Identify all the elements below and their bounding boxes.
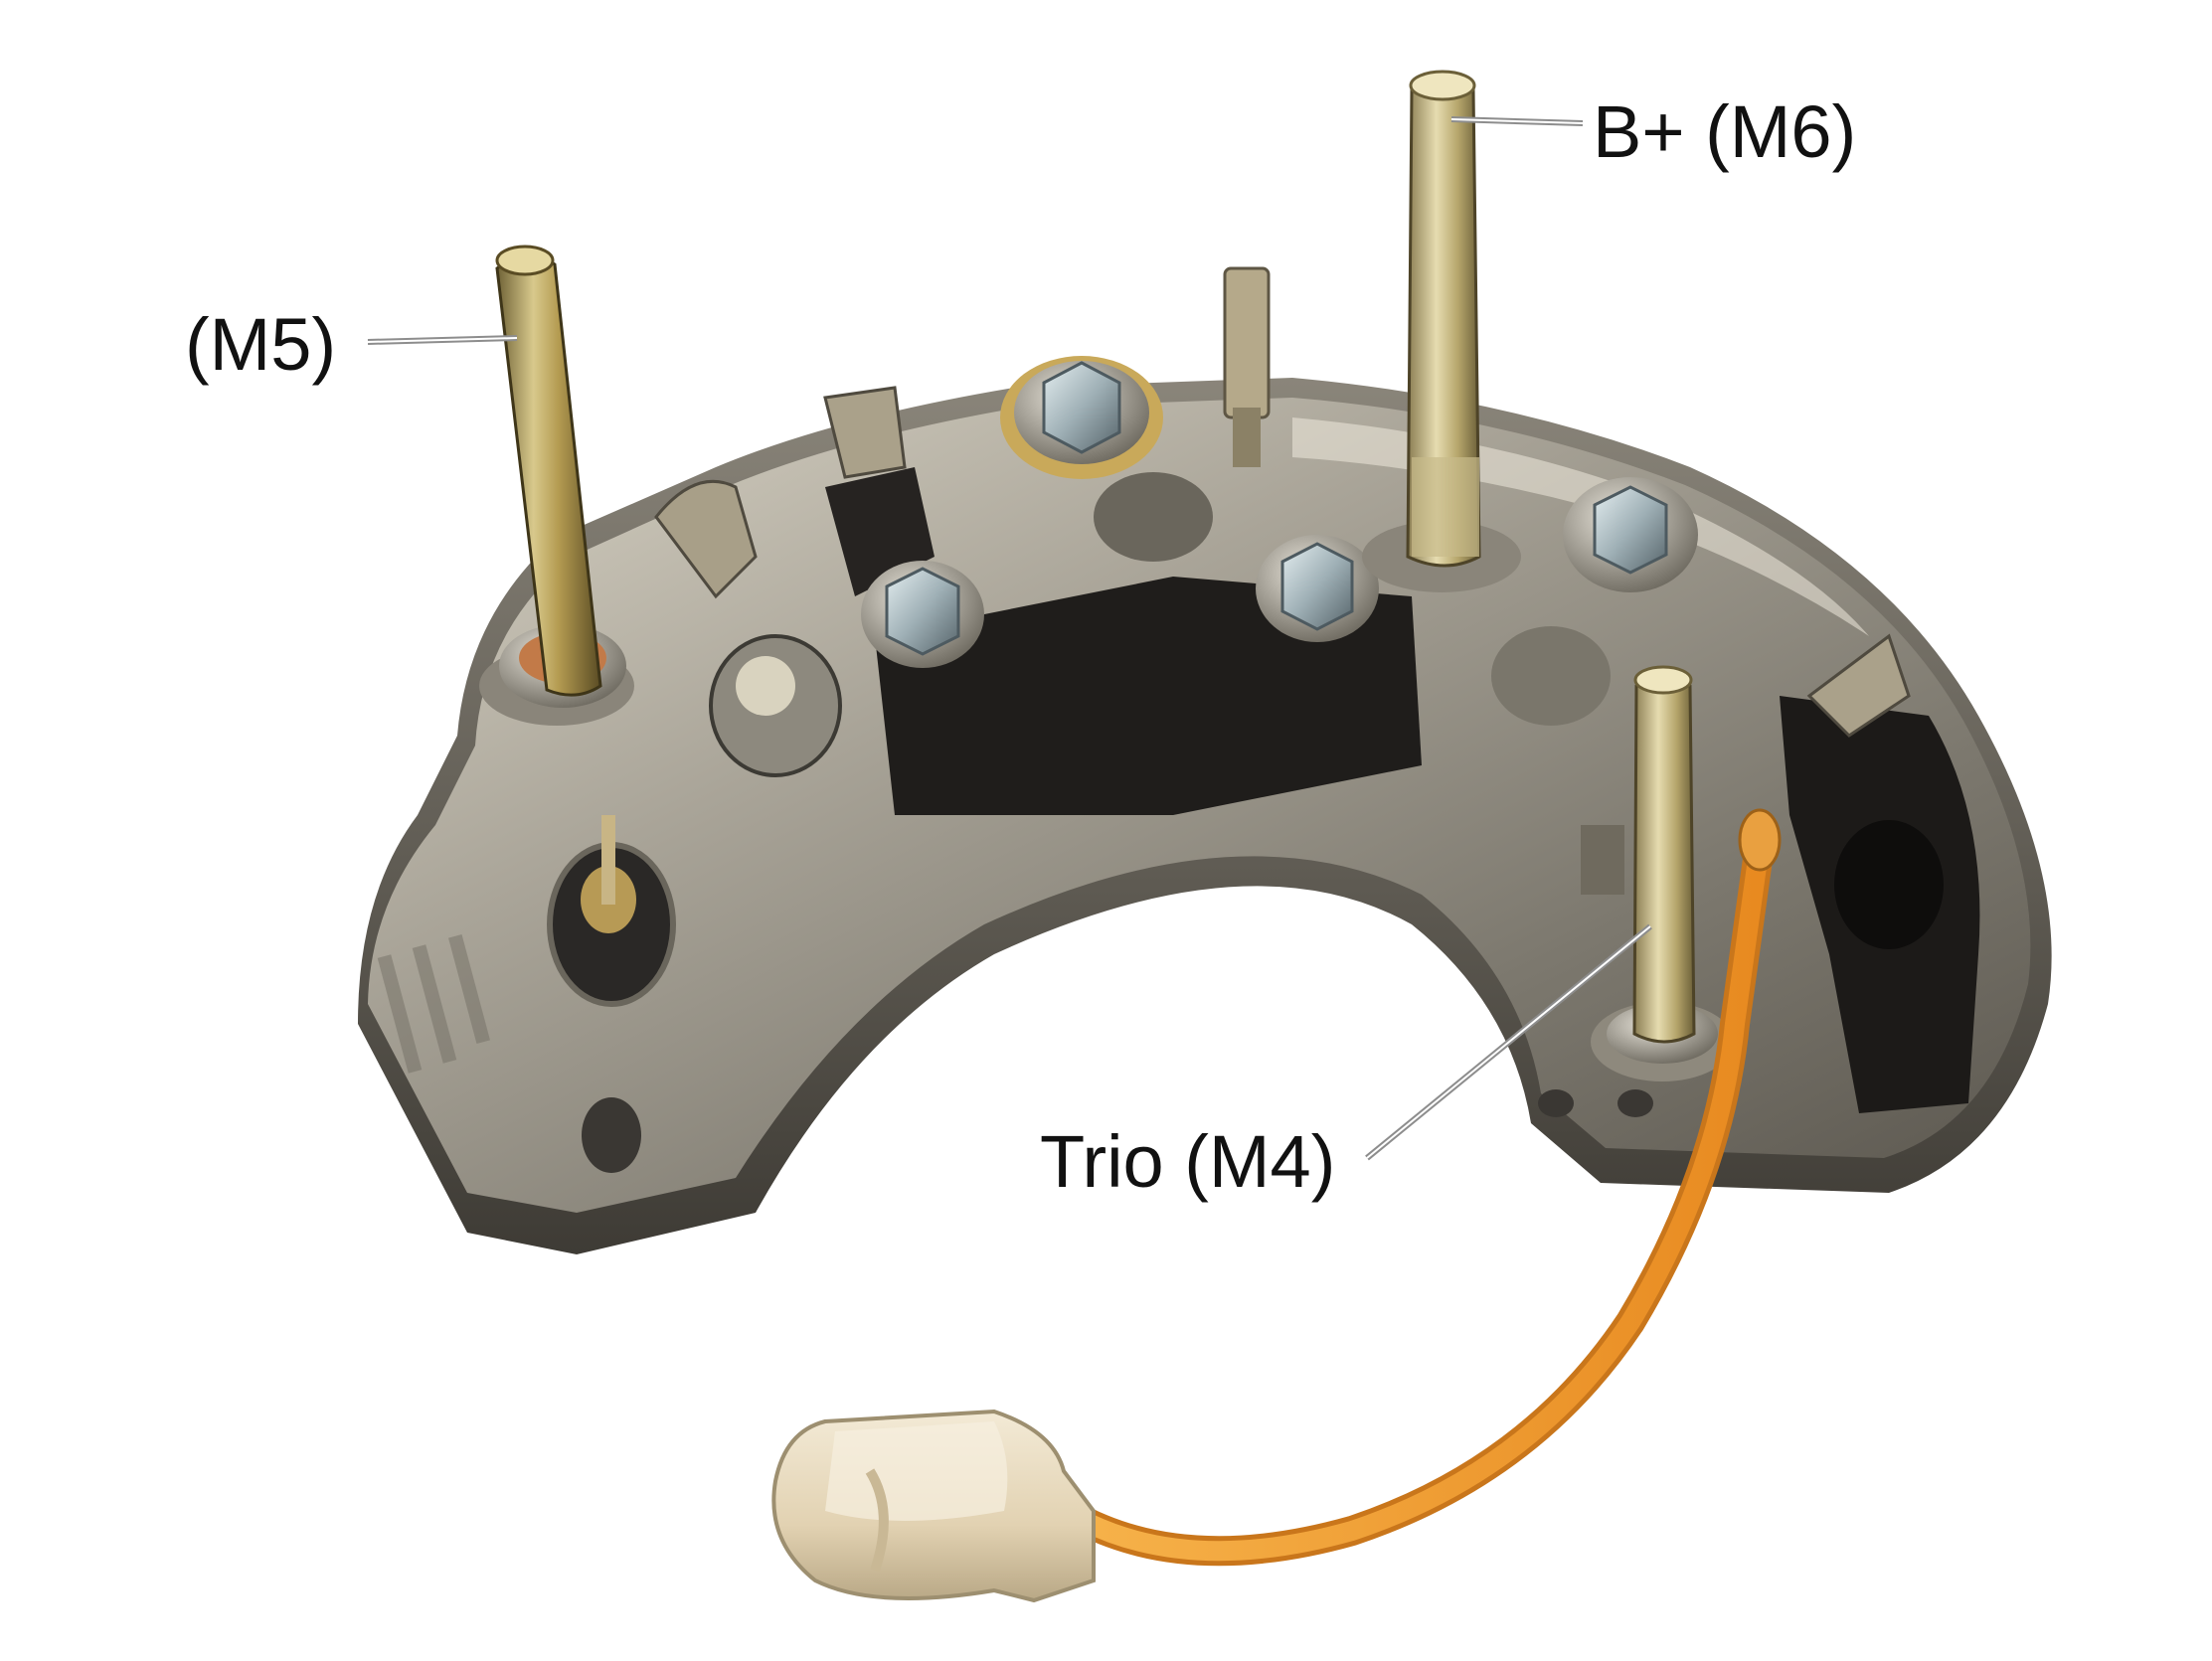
spade-terminal-top: [1223, 266, 1271, 419]
clip-terminal-left: [654, 479, 758, 599]
leader-lines: [367, 116, 1652, 1161]
clip-terminal-mid: [823, 386, 907, 479]
trio-wire-assembly: [771, 808, 1782, 1603]
bolt-right-center: [1256, 535, 1379, 642]
clip-terminal-right: [1806, 633, 1911, 738]
bolts: [861, 356, 1698, 668]
insulator-right-recess: [1834, 820, 1944, 949]
mounting-hole-left: [582, 1097, 641, 1173]
b-plus-label: B+ (M6): [1593, 90, 1857, 173]
bolt-left-center: [861, 561, 984, 668]
m5-stud: [479, 245, 634, 726]
b-plus-m6-stud: [1362, 70, 1521, 592]
insulator-blocks: [825, 467, 1980, 1113]
m5-label: (M5): [185, 303, 337, 386]
diode-terminals: [547, 266, 1911, 1007]
bolt-right: [1563, 477, 1698, 592]
stamped-markings: [377, 934, 490, 1074]
trio-m4-stud: [1581, 665, 1734, 1081]
trio-label: Trio (M4): [1040, 1120, 1336, 1203]
bolt-top-center: [1000, 356, 1163, 479]
insulator-center: [875, 577, 1422, 815]
diode-center: [1094, 472, 1213, 562]
mounting-hole-right-2: [1617, 1089, 1653, 1117]
diode-right: [1491, 626, 1611, 726]
wire-plug-connector: [771, 1409, 1096, 1603]
mounting-hole-right-1: [1538, 1089, 1574, 1117]
